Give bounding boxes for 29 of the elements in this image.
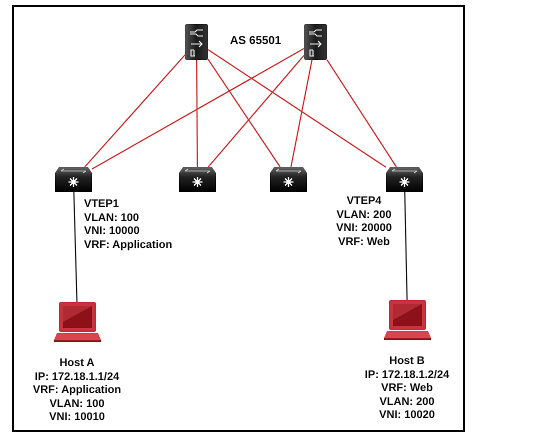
device-info-text: VLAN: 100 <box>49 398 105 411</box>
device-info-text: VRF: Application <box>84 238 172 252</box>
device-info-text: Host A <box>59 357 95 370</box>
device-info-text: VNI: 10010 <box>49 411 105 424</box>
network-link <box>290 60 313 168</box>
device-info-text: VLAN: 200 <box>379 396 435 409</box>
device-info-text: VNI: 10020 <box>379 409 435 422</box>
network-link <box>73 192 78 302</box>
device-info-text: VRF: Application <box>32 384 122 398</box>
device-info-text: VTEP4 <box>346 195 382 208</box>
device-info-text: VTEP1 <box>84 198 119 212</box>
device-info-text: VLAN: 100 <box>84 212 140 225</box>
device-info-text: VNI: 10000 <box>84 225 140 238</box>
network-link <box>326 59 397 168</box>
network-link <box>208 49 386 168</box>
device-info-text: VNI: 20000 <box>336 222 392 236</box>
network-link <box>404 192 408 300</box>
as-number-label: AS 65501 <box>230 35 282 47</box>
device-info-text: Host B <box>389 355 425 368</box>
device-info-text: IP: 172.18.1.1/24 <box>34 370 120 384</box>
device-info-text: VRF: Web <box>338 236 390 249</box>
device-info-text: VRF: Web <box>381 382 433 396</box>
device-info-text: VLAN: 200 <box>336 208 392 222</box>
device-info-text: IP: 172.18.1.2/24 <box>364 368 450 382</box>
network-link <box>208 55 304 168</box>
network-link <box>92 48 304 170</box>
network-link <box>84 54 186 168</box>
network-link <box>208 58 281 168</box>
network-link <box>196 60 198 167</box>
